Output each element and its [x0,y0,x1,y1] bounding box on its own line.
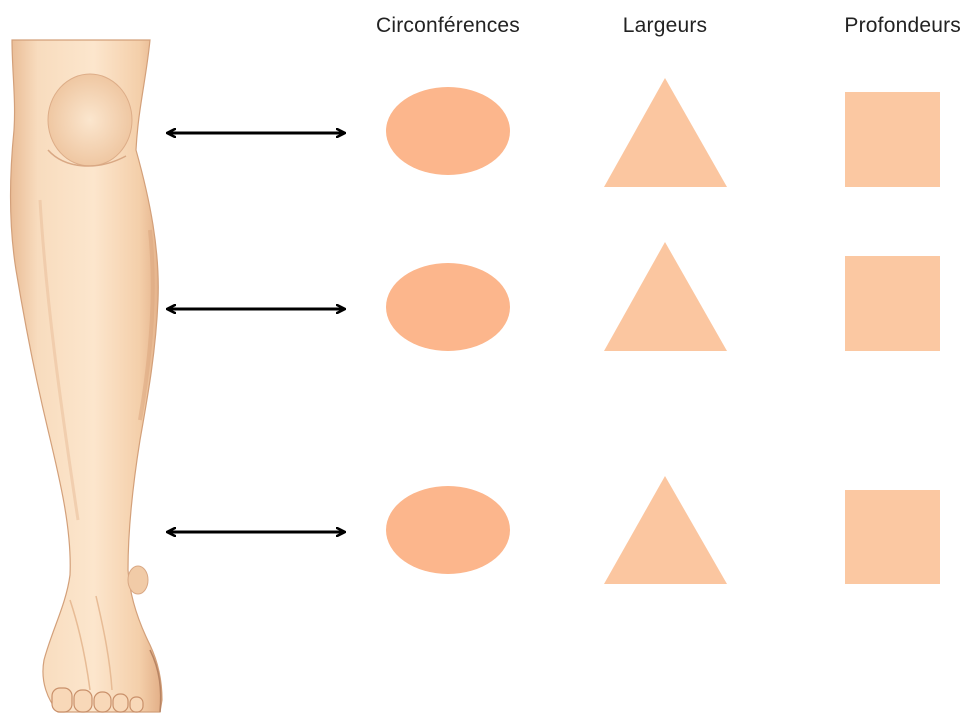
square-calf [845,256,940,351]
ellipse-calf [386,263,510,351]
circumference-shapes [386,87,510,574]
depth-shapes [845,92,940,584]
triangle-ankle [604,476,727,584]
ellipse-knee [386,87,510,175]
leg-illustration [11,40,163,712]
triangle-knee [604,78,727,187]
knee-cap [48,74,132,166]
ellipse-ankle [386,486,510,574]
triangle-calf [604,242,727,351]
width-shapes [604,78,727,584]
ankle-bone [128,566,148,594]
square-knee [845,92,940,187]
measurement-arrows [167,133,345,532]
square-ankle [845,490,940,584]
